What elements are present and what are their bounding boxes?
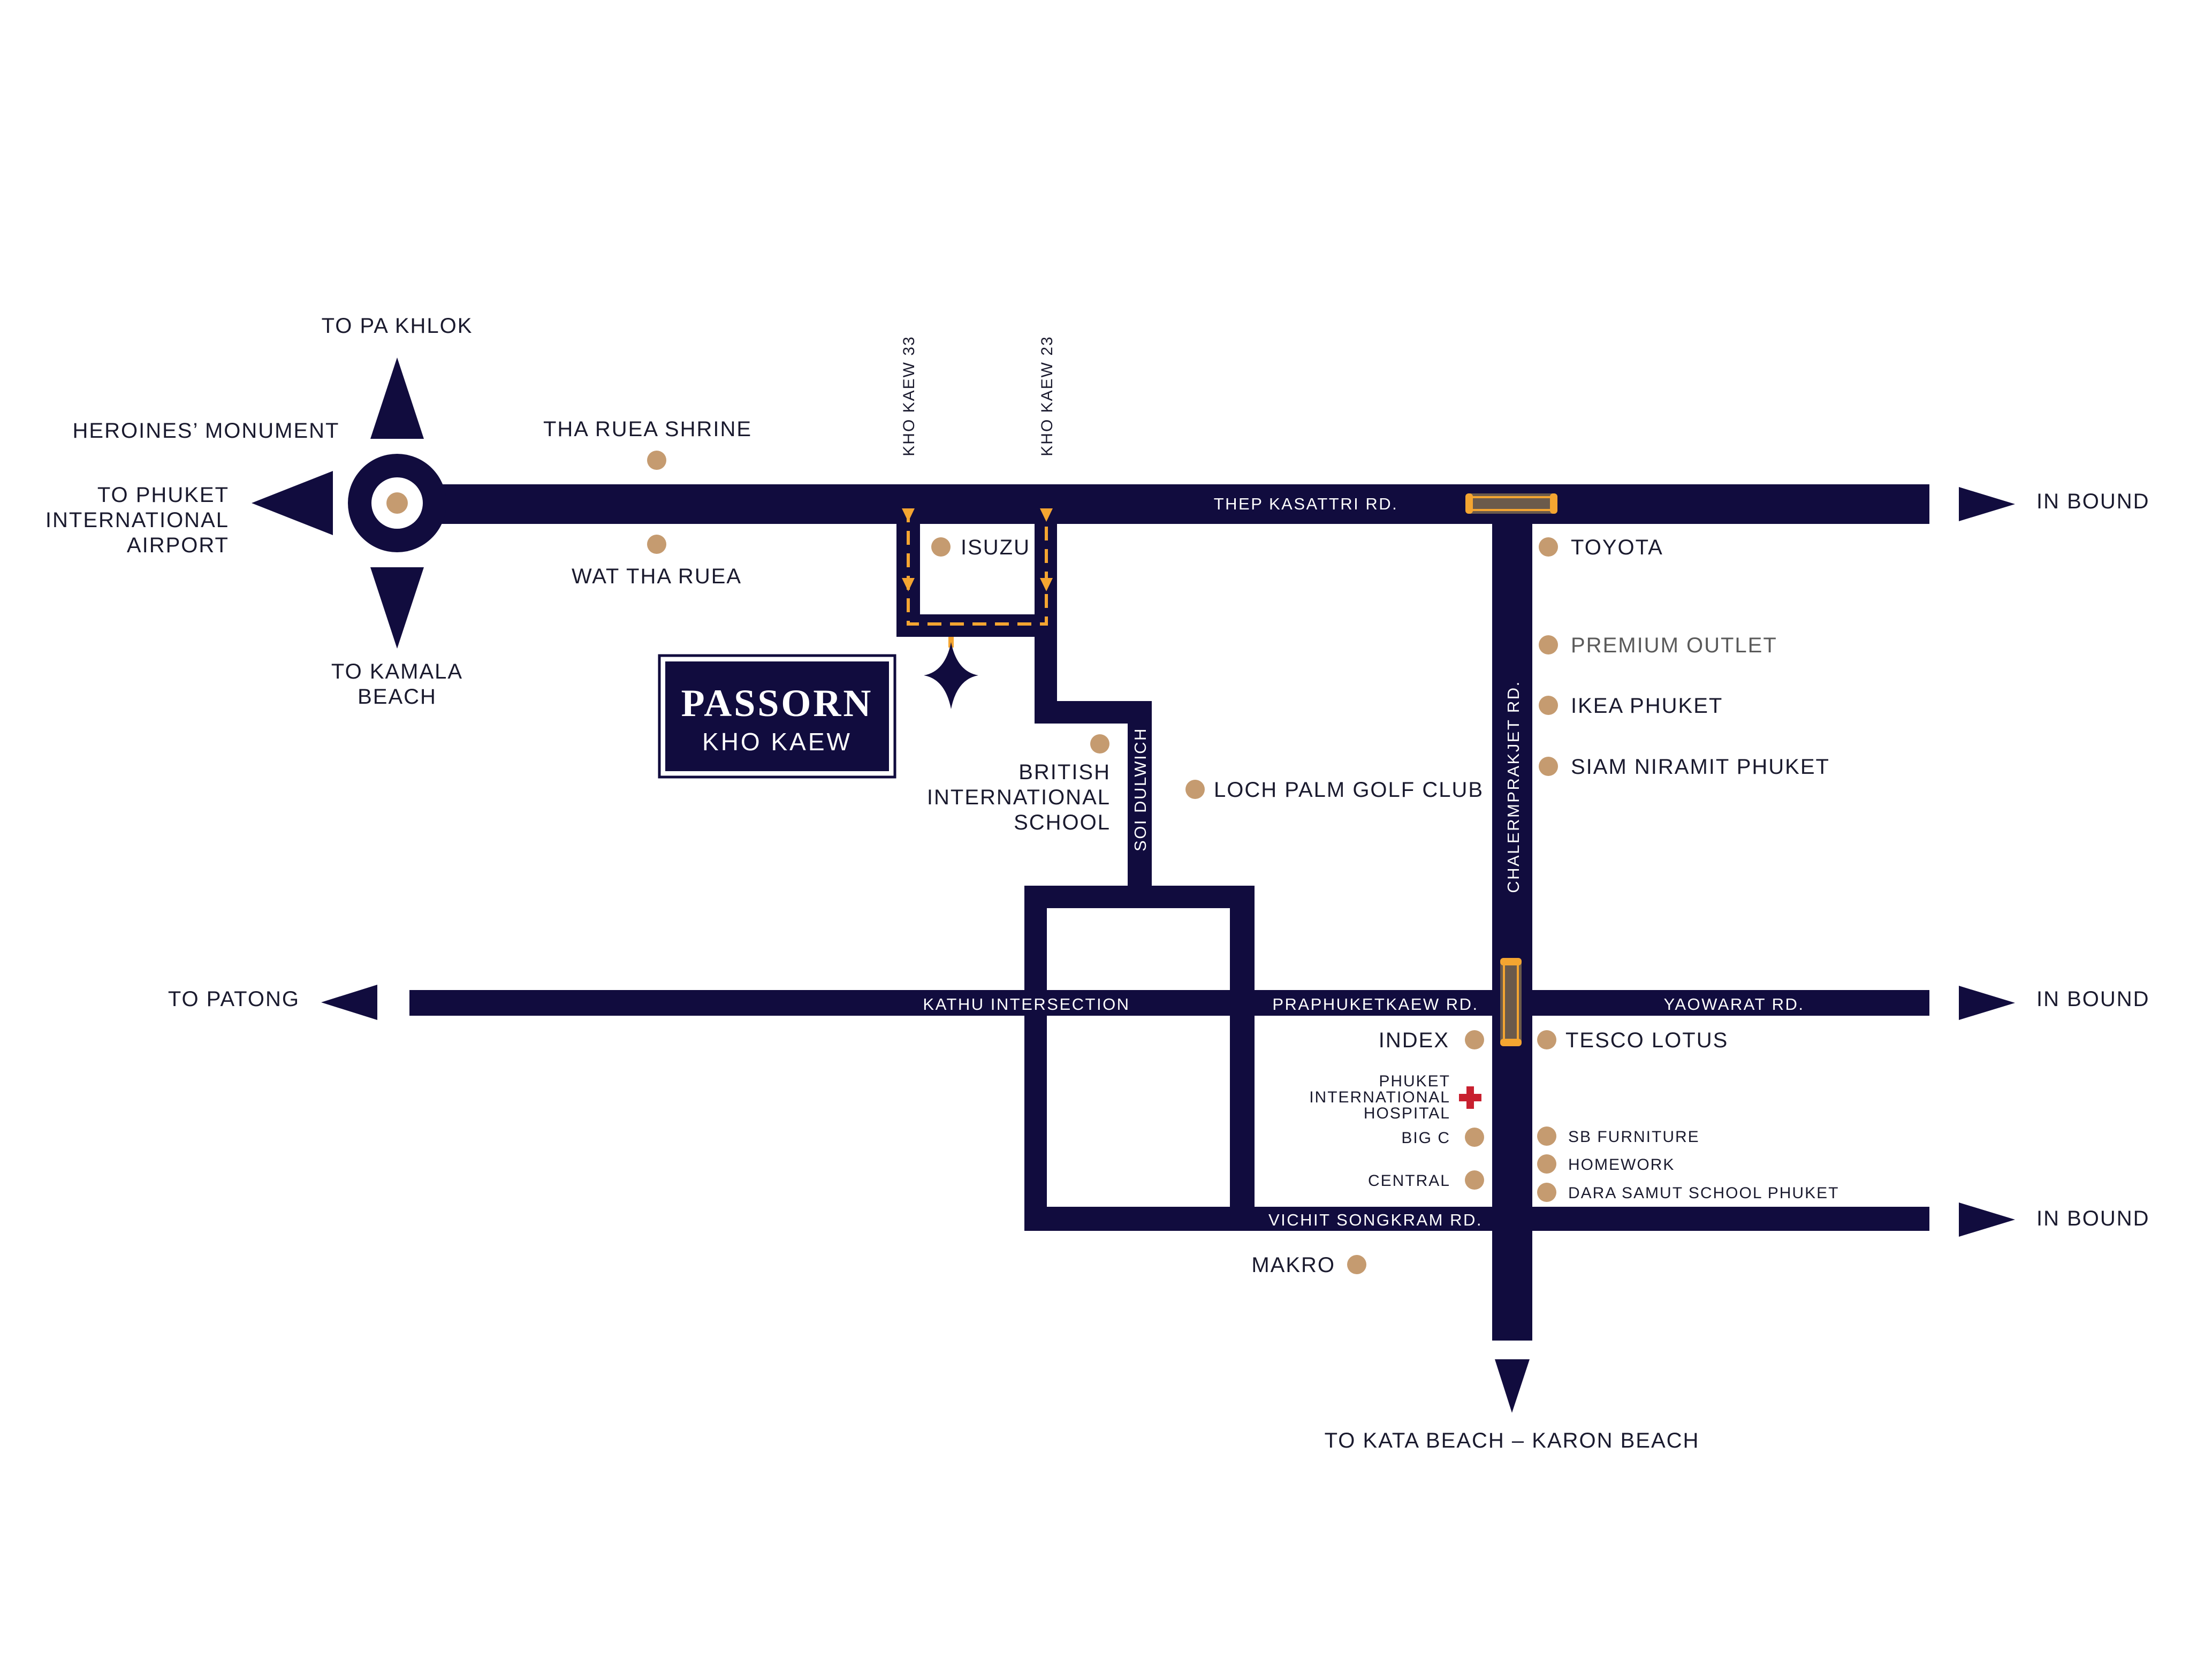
logo-sub: KHO KAEW — [702, 728, 852, 756]
direction-inbound-2: IN BOUND — [2036, 987, 2150, 1011]
logo-name: PASSORN — [681, 682, 873, 725]
road-vichit-songkram — [1024, 1207, 1929, 1231]
poi-toyota: TOYOTA — [1571, 536, 1663, 559]
road-praphuketkaew — [409, 990, 1929, 1016]
direction-kata-karon: TO KATA BEACH – KARON BEACH — [1325, 1429, 1700, 1452]
direction-patong: TO PATONG — [168, 987, 300, 1011]
road-chalermprakjet — [1492, 503, 1532, 1341]
direction-airport-line1: TO PHUKET — [97, 483, 229, 507]
road-kathu-loop-top — [1024, 886, 1255, 908]
road-thep-kasattri — [407, 484, 1929, 524]
poi-central: CENTRAL — [1368, 1172, 1450, 1190]
overpass-chalermprakjet — [1500, 958, 1522, 1046]
poi-premium-outlet-dot — [1539, 635, 1558, 654]
poi-index: INDEX — [1379, 1029, 1449, 1052]
road-label-soi-dulwich: SOI DULWICH — [1131, 727, 1150, 851]
poi-toyota-dot — [1539, 537, 1558, 557]
poi-siam-niramit: SIAM NIRAMIT PHUKET — [1571, 755, 1830, 779]
road-label-kho-kaew-23: KHO KAEW 23 — [1038, 336, 1056, 456]
heroines-monument-roundabout — [348, 454, 446, 552]
route-to-project — [907, 508, 1048, 626]
poi-ikea-dot — [1539, 696, 1558, 715]
road-kathu-loop-left — [1024, 886, 1047, 1231]
arrow-south-kata-icon — [1495, 1359, 1530, 1413]
poi-big-c-dot — [1465, 1128, 1484, 1147]
road-label-thep-kasattri: THEP KASATTRI RD. — [1214, 494, 1398, 513]
poi-central-dot — [1465, 1170, 1484, 1190]
poi-makro-dot — [1347, 1255, 1366, 1274]
poi-hospital-line2: INTERNATIONAL — [1309, 1089, 1450, 1106]
road-label-praphuketkaew: PRAPHUKETKAEW RD. — [1272, 995, 1478, 1014]
poi-sb-furniture: SB FURNITURE — [1568, 1128, 1700, 1146]
poi-homework-dot — [1537, 1154, 1556, 1174]
poi-tha-ruea-shrine: THA RUEA SHRINE — [543, 417, 752, 441]
poi-hospital-line3: HOSPITAL — [1364, 1105, 1450, 1122]
poi-homework: HOMEWORK — [1568, 1156, 1675, 1174]
road-label-chalermprakjet: CHALERMPRAKJET RD. — [1504, 680, 1523, 893]
poi-loch-palm: LOCH PALM GOLF CLUB — [1214, 778, 1484, 802]
arrow-west-icon — [252, 471, 333, 535]
route-arrows — [902, 508, 1053, 591]
poi-dots — [647, 451, 1558, 1274]
poi-sb-furniture-dot — [1537, 1126, 1556, 1146]
road-network — [407, 484, 1929, 1341]
direction-airport-line2: INTERNATIONAL — [45, 508, 229, 532]
direction-airport-line3: AIRPORT — [127, 534, 229, 557]
direction-kamala-line1: TO KAMALA — [331, 660, 463, 683]
arrow-east-inbound-3-icon — [1959, 1202, 2015, 1237]
poi-siam-niramit-dot — [1539, 757, 1558, 776]
project-logo: PASSORN KHO KAEW — [658, 654, 896, 779]
arrow-west-patong-icon — [321, 985, 377, 1020]
direction-kamala-line2: BEACH — [358, 685, 437, 709]
poi-british-school-dot — [1090, 734, 1109, 753]
poi-isuzu-dot — [931, 537, 951, 557]
poi-tesco-dot — [1537, 1030, 1556, 1049]
poi-makro: MAKRO — [1251, 1253, 1335, 1277]
poi-loch-palm-dot — [1185, 780, 1205, 799]
poi-british-line3: SCHOOL — [1014, 811, 1111, 834]
road-label-kho-kaew-33: KHO KAEW 33 — [900, 336, 918, 456]
direction-inbound-1: IN BOUND — [2036, 490, 2150, 513]
road-label-yaowarat: YAOWARAT RD. — [1663, 995, 1804, 1014]
poi-isuzu: ISUZU — [961, 536, 1030, 559]
poi-british-line1: BRITISH — [1018, 760, 1111, 784]
road-label-kathu-intersection: KATHU INTERSECTION — [923, 995, 1130, 1014]
poi-tha-ruea-shrine-dot — [647, 451, 666, 470]
arrow-east-inbound-1-icon — [1959, 487, 2015, 521]
poi-dara-samut-dot — [1537, 1183, 1556, 1202]
poi-wat-tha-ruea-dot — [647, 535, 666, 554]
poi-ikea: IKEA PHUKET — [1571, 694, 1723, 718]
arrow-north-icon — [370, 357, 424, 439]
poi-british-line2: INTERNATIONAL — [927, 786, 1111, 809]
direction-heroines-monument: HEROINES’ MONUMENT — [73, 419, 340, 443]
arrow-south-icon — [370, 567, 424, 649]
poi-wat-tha-ruea: WAT THA RUEA — [572, 565, 742, 588]
road-label-vichit-songkram: VICHIT SONGKRAM RD. — [1268, 1211, 1483, 1229]
poi-tesco: TESCO LOTUS — [1565, 1029, 1728, 1052]
poi-dara-samut: DARA SAMUT SCHOOL PHUKET — [1568, 1184, 1839, 1202]
poi-index-dot — [1465, 1030, 1484, 1049]
arrow-east-inbound-2-icon — [1959, 986, 2015, 1020]
hospital-cross-icon — [1459, 1086, 1481, 1109]
poi-hospital-line1: PHUKET — [1379, 1072, 1450, 1090]
poi-premium-outlet: PREMIUM OUTLET — [1571, 634, 1777, 657]
direction-inbound-3: IN BOUND — [2036, 1207, 2150, 1230]
road-kathu-loop-right — [1230, 886, 1255, 1231]
direction-pa-khlok: TO PA KHLOK — [322, 314, 473, 338]
road-soi-dulwich — [1128, 701, 1152, 899]
poi-big-c: BIG C — [1401, 1129, 1450, 1147]
overpass-thep-kasattri — [1465, 493, 1557, 514]
project-star-icon — [924, 642, 978, 709]
